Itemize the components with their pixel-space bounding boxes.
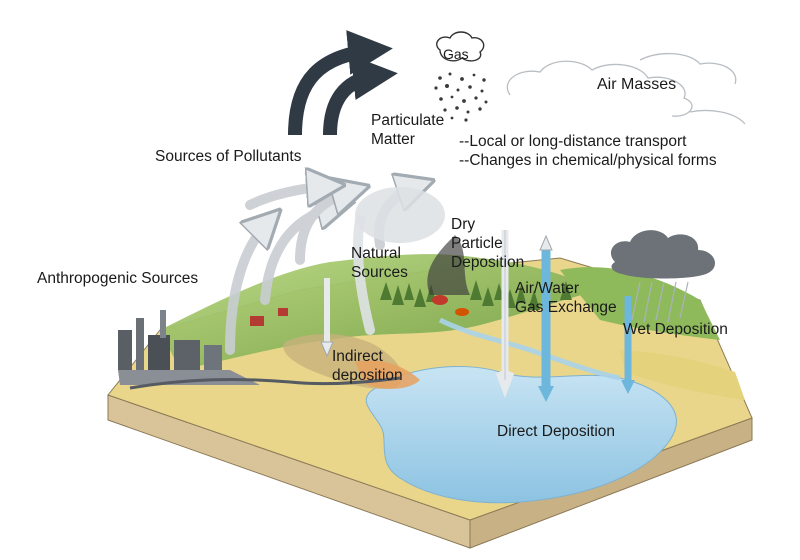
rain-streaks [631,281,689,323]
river [438,317,621,381]
fire [427,235,470,316]
label-transport-1: --Local or long-distance transport [459,133,687,150]
smoke-cloud [355,187,445,243]
smoke-plumes [225,185,420,355]
rain-cloud [610,230,715,279]
label-gas-exchange-1: Air/Water [515,280,580,297]
label-particulate-matter-2: Matter [371,131,415,148]
label-dry-deposition-2: Particle [451,235,503,252]
label-natural-sources-1: Natural [351,245,401,262]
label-indirect-deposition-2: deposition [332,367,403,384]
label-indirect-deposition-1: Indirect [332,348,383,365]
label-transport-2: --Changes in chemical/physical forms [459,152,717,169]
label-direct-deposition: Direct Deposition [497,423,616,440]
label-dry-deposition-3: Deposition [451,254,525,271]
air-mass-clouds [506,52,746,125]
label-sources-of-pollutants: Sources of Pollutants [155,148,302,165]
gas-cloud [436,31,485,62]
label-particulate-matter-1: Particulate [371,112,445,129]
label-gas-exchange-2: Gas Exchange [515,299,617,316]
road [129,376,401,390]
label-anthropogenic-sources: Anthropogenic Sources [37,270,199,287]
industrial-city [118,308,288,385]
label-natural-sources-2: Sources [351,264,408,281]
deposition-arrows [320,230,635,402]
label-air-masses: Air Masses [597,76,677,93]
pollutant-source-arrows [288,30,398,136]
label-gas: Gas [443,46,469,62]
particulate-matter-dots [434,72,488,122]
label-dry-deposition-1: Dry [451,216,476,233]
label-wet-deposition: Wet Deposition [623,321,728,338]
